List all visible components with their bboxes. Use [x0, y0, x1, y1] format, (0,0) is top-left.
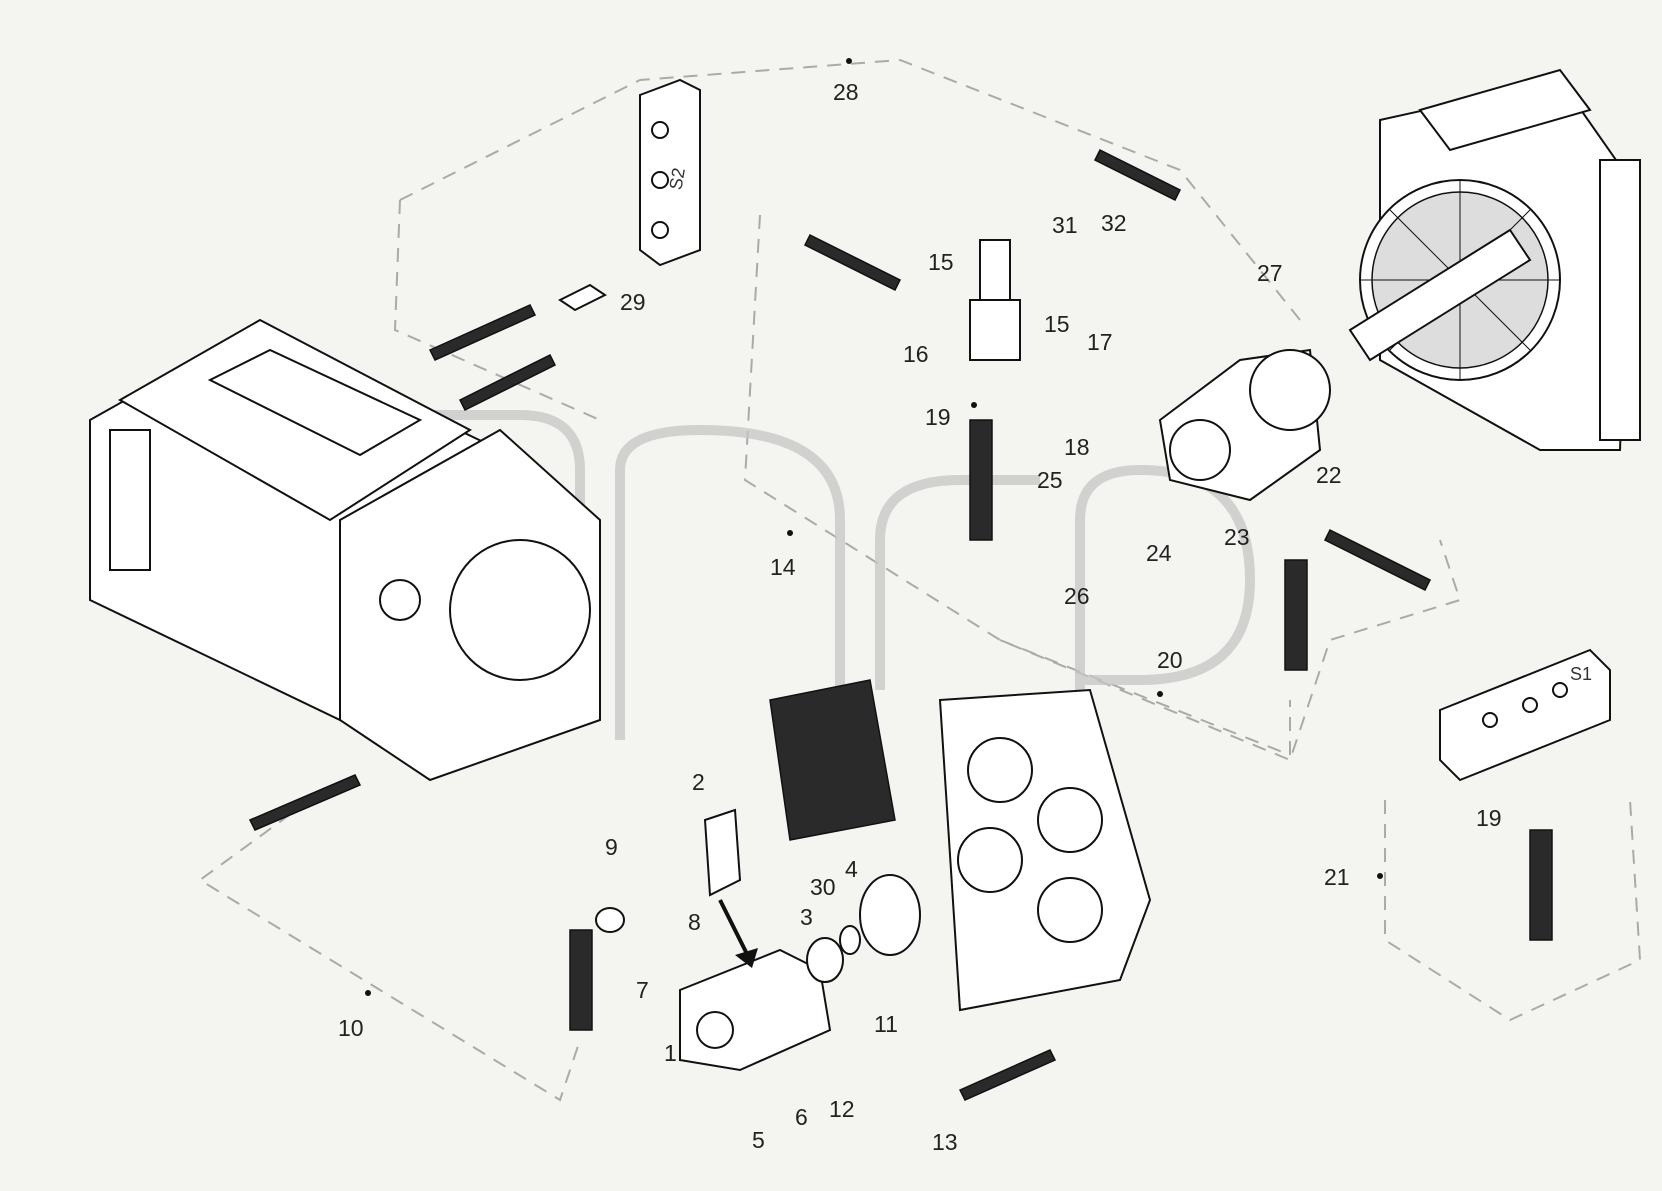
callout-5: 5	[752, 1127, 765, 1153]
callout-17: 17	[1087, 329, 1113, 355]
callout-labels: 1 2 3 4 5 6 7 8 9 10 11 12 13 14 15 15 1…	[338, 79, 1502, 1155]
callout-10: 10	[338, 1015, 364, 1041]
callout-11: 11	[874, 1011, 898, 1037]
group-outline-28	[393, 58, 1301, 421]
callout-30: 30	[810, 874, 836, 900]
gearbox-housing	[938, 688, 1152, 1012]
callout-18: 18	[1064, 434, 1090, 460]
valve-block-s1: S1	[1439, 648, 1611, 782]
callout-27: 27	[1257, 260, 1283, 286]
callout-13: 13	[932, 1129, 958, 1155]
assembly-arrow	[718, 899, 752, 961]
callout-29: 29	[620, 289, 646, 315]
callout-9: 9	[605, 834, 618, 860]
hoses	[248, 148, 1553, 1101]
seal-rings	[595, 874, 921, 983]
control-valve-block	[769, 679, 896, 841]
callout-25: 25	[1037, 467, 1063, 493]
callout-20: 20	[1157, 647, 1183, 673]
callout-15a: 15	[928, 249, 954, 275]
hydraulic-motor	[1158, 348, 1331, 502]
callout-24: 24	[1146, 540, 1172, 566]
callout-14: 14	[770, 554, 796, 580]
gasket-2	[703, 808, 742, 897]
group-outline-14	[743, 214, 1462, 762]
hydraulic-pump	[679, 948, 832, 1072]
callout-19a: 19	[925, 404, 951, 430]
callout-21: 21	[1324, 864, 1350, 890]
assembly-arrow-head	[735, 948, 758, 968]
callout-7: 7	[636, 977, 649, 1003]
solenoid-valve	[969, 239, 1021, 361]
radiator-cooler	[1348, 68, 1641, 451]
callout-28: 28	[833, 79, 859, 105]
callout-16: 16	[903, 341, 929, 367]
callout-23: 23	[1224, 524, 1250, 550]
block-marking-s2: S2	[665, 166, 689, 191]
callout-8: 8	[688, 909, 701, 935]
callout-15b: 15	[1044, 311, 1070, 337]
callout-4: 4	[845, 856, 858, 882]
callout-32: 32	[1101, 210, 1127, 236]
callout-12: 12	[829, 1096, 855, 1122]
block-marking-s1: S1	[1570, 664, 1592, 684]
callout-1: 1	[664, 1040, 677, 1066]
callout-6: 6	[795, 1104, 808, 1130]
group-outline-21	[1384, 799, 1642, 1022]
valve-block-s2: S2	[639, 78, 701, 267]
callout-26: 26	[1064, 583, 1090, 609]
callout-2: 2	[692, 769, 705, 795]
callout-31: 31	[1052, 212, 1078, 238]
callout-22: 22	[1316, 462, 1342, 488]
callout-3: 3	[800, 904, 813, 930]
leader-dots	[365, 58, 1383, 996]
group-outline-10	[198, 799, 581, 1102]
callout-19b: 19	[1476, 805, 1502, 831]
hydraulic-tank-frame	[89, 318, 601, 782]
